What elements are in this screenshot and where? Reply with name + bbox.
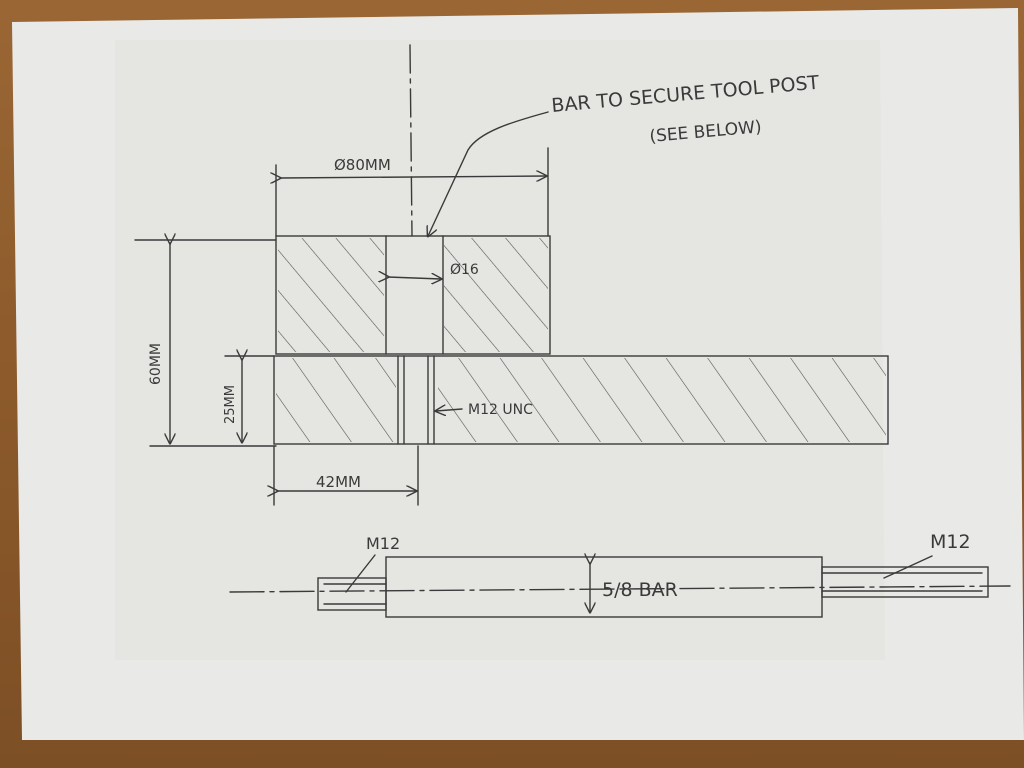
label-dia-80: Ø80MM (334, 156, 391, 174)
dim-80-line (280, 176, 546, 178)
bar-centre-line (229, 585, 1011, 593)
hatch-top-left (278, 238, 384, 352)
hatch-base-right (438, 358, 886, 442)
label-m12-unc: M12 UNC (468, 402, 533, 418)
hatch-top-right (444, 238, 548, 352)
m12-left-leader (345, 554, 376, 593)
base-plate (273, 355, 889, 445)
label-height-25: 25MM (223, 385, 238, 424)
label-width-42: 42MM (316, 473, 361, 491)
hatch-base-left (276, 358, 396, 442)
label-height-60: 60MM (148, 343, 164, 385)
tool-post-block (275, 235, 551, 355)
bar-thread-left (317, 577, 387, 611)
label-m12-left: M12 (366, 534, 400, 553)
m12-right-leader (883, 555, 933, 579)
note-leader (428, 111, 549, 236)
unc-leader (436, 409, 463, 411)
dim-16-line (388, 277, 441, 279)
label-dia-16: Ø16 (450, 262, 479, 278)
label-bar-size: 5/8 BAR (602, 579, 678, 601)
centre-line (409, 44, 413, 237)
bar-thread-right (821, 566, 989, 598)
label-m12-right: M12 (930, 531, 971, 553)
